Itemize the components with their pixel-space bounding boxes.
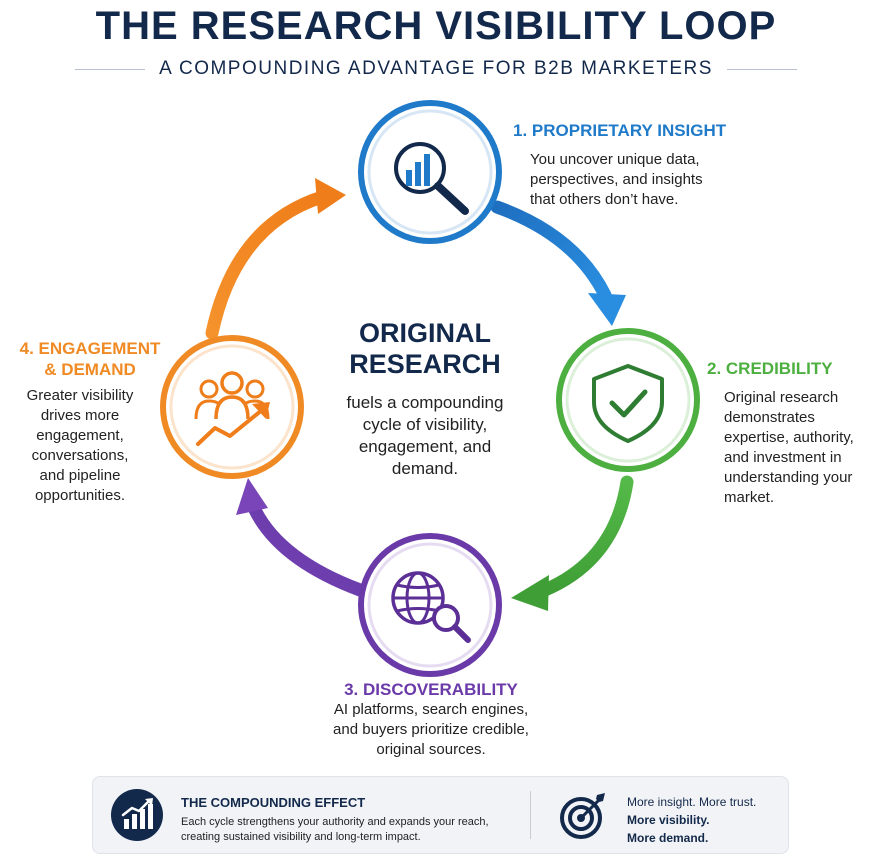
node-discoverability xyxy=(358,533,502,677)
step-3-desc-line: AI platforms, search engines, xyxy=(333,701,529,718)
arrow-orange xyxy=(205,178,346,340)
center-desc-line-2: cycle of visibility, xyxy=(362,415,488,434)
footer-slogan-line-2: More visibility. xyxy=(627,813,710,827)
center-desc-line-4: demand. xyxy=(391,459,459,478)
subtitle-divider-right xyxy=(726,68,797,70)
step-2-desc-line: Original research xyxy=(724,389,839,406)
page-title: THE RESEARCH VISIBILITY LOOP xyxy=(95,4,777,48)
bar-chart-magnifier-icon xyxy=(394,142,469,215)
arrow-purple xyxy=(236,478,367,597)
footer-desc-line-2: creating sustained visibility and long-t… xyxy=(181,831,421,843)
page-subtitle: A COMPOUNDING ADVANTAGE FOR B2B MARKETER… xyxy=(159,58,713,79)
step-4-desc-line: engagement, xyxy=(36,427,124,444)
step-3-desc-line: original sources. xyxy=(376,741,486,758)
step-4-desc-line: drives more xyxy=(40,407,120,424)
center-description: fuels a compounding cycle of visibility,… xyxy=(318,392,532,480)
step-1-desc-line: that others don’t have. xyxy=(530,191,679,208)
step-4-desc-line: conversations, xyxy=(31,447,129,464)
target-arrow-icon xyxy=(559,791,611,846)
step-4-desc-line: opportunities. xyxy=(34,487,126,504)
step-4-title-line-1: 4. ENGAGEMENT xyxy=(19,339,161,358)
shield-check-icon xyxy=(592,364,664,443)
step-1-title: 1. PROPRIETARY INSIGHT xyxy=(513,121,727,140)
step-4-description: Greater visibility drives more engagemen… xyxy=(0,386,160,506)
step-3-title: 3. DISCOVERABILITY xyxy=(344,680,518,699)
people-growth-icon xyxy=(194,371,270,446)
footer-title: THE COMPOUNDING EFFECT xyxy=(181,795,366,810)
step-2-desc-line: demonstrates xyxy=(724,409,815,426)
globe-magnifier-icon xyxy=(391,571,471,643)
step-2-desc-line: understanding your xyxy=(724,469,853,486)
growth-chart-icon xyxy=(111,789,163,841)
node-engagement-demand xyxy=(160,335,304,479)
node-proprietary-insight xyxy=(358,100,502,244)
center-desc-line-3: engagement, and xyxy=(358,437,492,456)
step-4-desc-line: Greater visibility xyxy=(26,387,134,404)
step-2-description: Original research demonstrates expertise… xyxy=(724,388,854,508)
compounding-effect-panel: THE COMPOUNDING EFFECT Each cycle streng… xyxy=(92,776,789,854)
step-1-desc-line: perspectives, and insights xyxy=(530,171,703,188)
step-1-description: You uncover unique data, perspectives, a… xyxy=(530,150,703,210)
footer-divider xyxy=(530,791,531,839)
arrow-blue xyxy=(490,200,626,326)
step-2-desc-line: expertise, authority, xyxy=(724,429,854,446)
step-4-desc-line: and pipeline xyxy=(39,467,121,484)
center-desc-line-1: fuels a compounding xyxy=(346,393,504,412)
step-2-desc-line: and investment in xyxy=(724,449,842,466)
step-3-desc-line: and buyers prioritize credible, xyxy=(333,721,529,738)
footer-description: Each cycle strengthens your authority an… xyxy=(181,815,521,845)
arrow-green xyxy=(511,475,634,611)
subtitle-row: A COMPOUNDING ADVANTAGE FOR B2B MARKETER… xyxy=(0,56,872,82)
step-4-title: 4. ENGAGEMENT & DEMAND xyxy=(0,338,180,380)
step-1-desc-line: You uncover unique data, xyxy=(530,151,700,168)
node-credibility xyxy=(556,328,700,472)
subtitle-divider-left xyxy=(75,68,146,70)
center-title-line-1: ORIGINAL xyxy=(359,318,491,348)
footer-slogan: More insight. More trust. More visibilit… xyxy=(627,793,756,847)
step-2-title: 2. CREDIBILITY xyxy=(707,359,833,378)
center-title-line-2: RESEARCH xyxy=(349,349,501,379)
step-3-description: AI platforms, search engines, and buyers… xyxy=(0,700,862,760)
step-2-desc-line: market. xyxy=(724,489,775,506)
step-4-title-line-2: & DEMAND xyxy=(44,360,136,379)
footer-slogan-line-1: More insight. More trust. xyxy=(627,795,757,809)
footer-desc-line-1: Each cycle strengthens your authority an… xyxy=(181,816,489,828)
footer-slogan-line-3: More demand. xyxy=(627,831,709,845)
center-title: ORIGINAL RESEARCH xyxy=(318,318,532,380)
